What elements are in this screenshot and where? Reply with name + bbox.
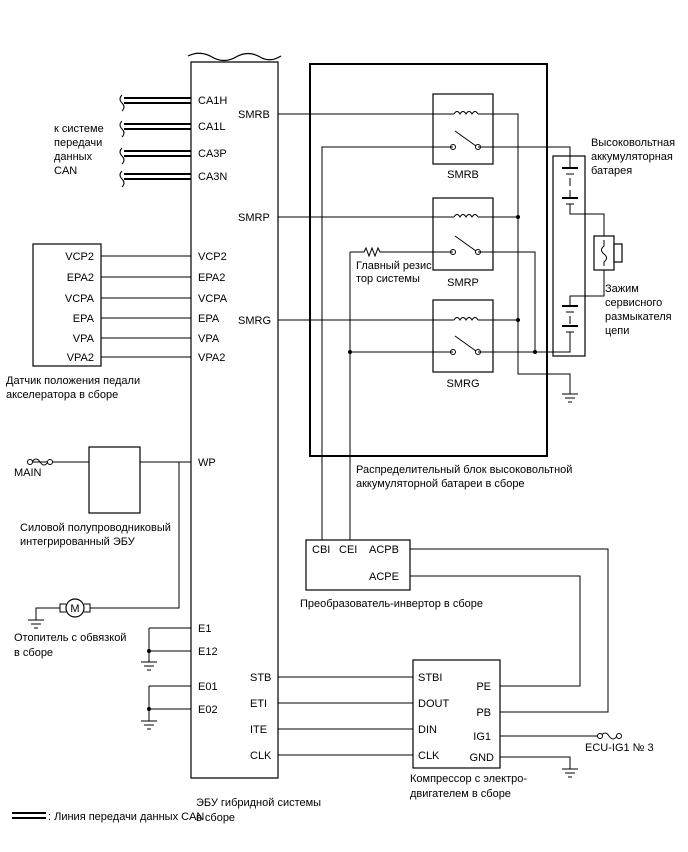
battery-caption-1: Высоковольтная [591, 137, 675, 149]
pin-acpe: ACPE [369, 571, 399, 583]
service-plug-caption-3: размыкателя [605, 311, 672, 323]
ground-icon [28, 619, 44, 629]
junction-block: SMRB SMRP SMRG SMRB SMRP SMRG Главны [238, 63, 578, 544]
pin-cei: CEI [339, 544, 357, 556]
pin-e02: E02 [198, 704, 218, 716]
pin-eti: ETI [250, 698, 267, 710]
compressor-caption-2: двигателем в сборе [410, 788, 511, 800]
sensor-pin-vcp2: VCP2 [65, 251, 94, 263]
main-fuse-icon [31, 458, 49, 466]
battery-caption-3: батарея [591, 165, 632, 177]
relay-smrp [432, 197, 494, 271]
pin-ite: ITE [250, 724, 267, 736]
pin-e01: E01 [198, 681, 218, 693]
pin-ca1h: CA1H [198, 95, 227, 107]
pedal-caption-2: акселератора в сборе [6, 389, 118, 401]
pin-ca1l: CA1L [198, 121, 226, 133]
compressor: STB ETI ITE CLK STBI DOUT DIN CLK PE PB … [250, 659, 654, 800]
can-label-3: данных [54, 151, 93, 163]
relay-smrg-label: SMRG [447, 378, 480, 390]
legend: : Линия передачи данных CAN [12, 811, 204, 823]
sensor-pin-epa: EPA [73, 313, 95, 325]
pin-e1: E1 [198, 623, 211, 635]
ground-icon [562, 393, 578, 403]
relay-smrb-label: SMRB [447, 169, 479, 181]
pedal-caption-1: Датчик положения педали [6, 375, 140, 387]
main-label: MAIN [14, 467, 42, 479]
pin-epa2: EPA2 [198, 272, 225, 284]
heater: M Отопитель с обвязкой в сборе [14, 462, 180, 659]
heater-caption-1: Отопитель с обвязкой [14, 632, 126, 644]
fuse-icon [601, 240, 607, 266]
comp-pin-pb: PB [476, 707, 491, 719]
ecu-caption-1: ЭБУ гибридной системы [196, 797, 321, 809]
pin-vcpa: VCPA [198, 293, 228, 305]
resistor-label-2: тор системы [356, 273, 420, 285]
pin-epa: EPA [198, 313, 220, 325]
pin-vpa2: VPA2 [198, 352, 225, 364]
pin-smrp: SMRP [238, 212, 270, 224]
service-plug: Зажим сервисного размыкателя цепи [593, 235, 672, 337]
relay-smrb [432, 93, 494, 165]
pin-smrg: SMRG [238, 315, 271, 327]
junction-caption-2: аккумуляторной батареи в сборе [356, 478, 525, 490]
comp-pin-ig1: IG1 [473, 731, 491, 743]
pin-ca3n: CA3N [198, 171, 227, 183]
ig1-fuse-label: ECU-IG1 № 3 [585, 742, 654, 754]
service-plug-caption-4: цепи [605, 325, 629, 337]
resistor-label-1: Главный резис [356, 260, 432, 272]
sensor-pin-epa2: EPA2 [67, 272, 94, 284]
sensor-pin-vpa2: VPA2 [67, 352, 94, 364]
power-ecu-caption-2: интегрированный ЭБУ [20, 536, 136, 548]
sensor-pin-vcpa: VCPA [65, 293, 95, 305]
heater-caption-2: в сборе [14, 647, 53, 659]
pin-wp: WP [198, 457, 216, 469]
pin-clk: CLK [250, 750, 272, 762]
comp-pin-pe: PE [476, 681, 491, 693]
ground-icon [141, 661, 157, 671]
pin-smrb: SMRB [238, 109, 270, 121]
service-plug-caption-1: Зажим [605, 283, 639, 295]
relay-smrp-label: SMRP [447, 277, 479, 289]
can-label-4: CAN [54, 165, 77, 177]
hybrid-ecu: ЭБУ гибридной системы в сборе [187, 52, 321, 824]
compressor-caption-1: Компрессор с электро- [410, 773, 527, 785]
motor-icon [65, 598, 85, 618]
pin-stb: STB [250, 672, 271, 684]
relay-smrg [432, 299, 494, 373]
inverter: CBI CEI ACPB ACPE Преобразователь-инверт… [300, 539, 609, 713]
pin-vcp2: VCP2 [198, 251, 227, 263]
pin-cbi: CBI [312, 544, 330, 556]
ground-icon [141, 720, 157, 730]
ig1-fuse-icon [600, 732, 618, 740]
comp-pin-clk: CLK [418, 750, 440, 762]
can-bus: CA1H CA1L CA3P CA3N к системе передачи д… [54, 94, 227, 188]
inverter-caption: Преобразователь-инвертор в сборе [300, 598, 483, 610]
ecu-grounds: E1 E12 E01 E02 [141, 623, 218, 730]
can-label-2: передачи [54, 137, 102, 149]
junction-caption-1: Распределительный блок высоковольтной [356, 464, 572, 476]
battery-caption-2: аккумуляторная [591, 151, 673, 163]
comp-pin-stbi: STBI [418, 672, 442, 684]
pedal-sensor: VCP2 EPA2 VCPA EPA VPA VPA2 VCP2 EPA2 VC… [6, 243, 228, 401]
pin-vpa: VPA [198, 333, 220, 345]
ecu-caption-2: в сборе [196, 812, 235, 824]
ground-icon [562, 768, 578, 778]
pin-acpb: ACPB [369, 544, 399, 556]
comp-pin-gnd: GND [470, 752, 495, 764]
power-ecu: MAIN WP Силовой полупроводниковый интегр… [14, 446, 216, 548]
sensor-pin-vpa: VPA [73, 333, 95, 345]
comp-pin-din: DIN [418, 724, 437, 736]
pin-ca3p: CA3P [198, 148, 227, 160]
can-line-legend-symbol [12, 812, 46, 819]
power-ecu-caption-1: Силовой полупроводниковый [20, 522, 171, 534]
comp-pin-dout: DOUT [418, 698, 449, 710]
motor-symbol: M [70, 603, 79, 615]
legend-text: : Линия передачи данных CAN [48, 811, 204, 823]
hv-battery: Высоковольтная аккумуляторная батарея [478, 137, 675, 357]
service-plug-caption-2: сервисного [605, 297, 662, 309]
pin-e12: E12 [198, 646, 218, 658]
can-label-1: к системе [54, 123, 104, 135]
